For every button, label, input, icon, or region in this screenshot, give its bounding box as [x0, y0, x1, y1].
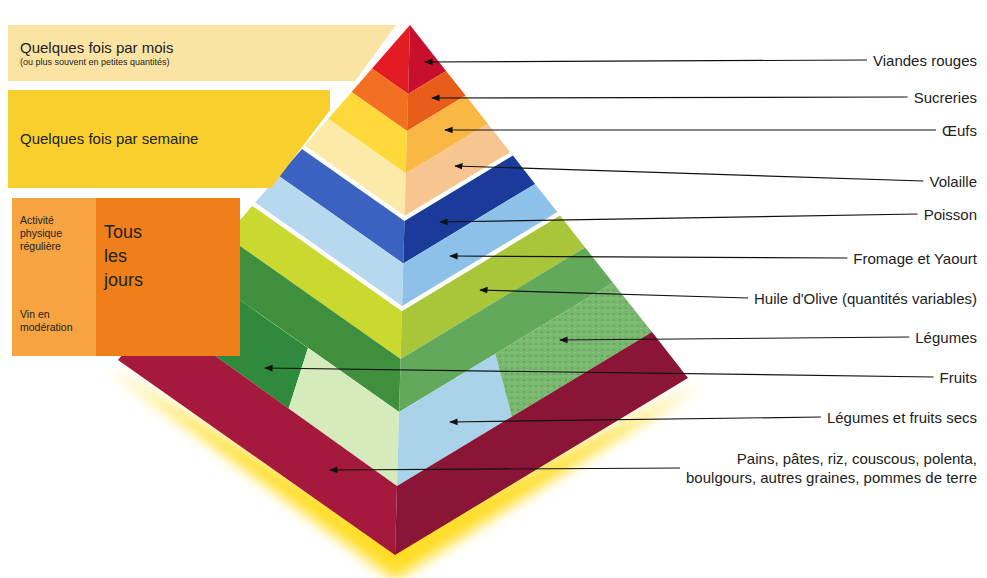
band-grains — [395, 332, 688, 555]
food-group-label: Huile d'Olive (quantités variables) — [754, 289, 977, 308]
box-column: Tous les jours — [96, 198, 240, 356]
leader-line — [455, 166, 924, 181]
advice-note: Activité physique régulière — [20, 214, 84, 253]
food-group-label: Légumes et fruits secs — [827, 408, 977, 427]
leader-line — [265, 368, 934, 377]
food-group-label: Poisson — [924, 205, 977, 224]
frequency-box: Quelques fois par semaine — [8, 90, 330, 188]
leader-line — [560, 337, 909, 340]
leader-line — [432, 97, 908, 98]
food-group-label: Sucreries — [914, 88, 977, 107]
frequency-heading: Quelques fois par semaine — [20, 130, 198, 148]
food-group-label: Volaille — [929, 172, 977, 191]
food-group-label: Fromage et Yaourt — [853, 249, 977, 268]
leader-line — [330, 468, 680, 470]
leader-line — [450, 417, 821, 422]
frequency-box: Quelques fois par mois(ou plus souvent e… — [8, 25, 400, 81]
leader-line — [445, 129, 936, 130]
leader-line — [440, 214, 918, 222]
frequency-heading: Tous les jours — [104, 220, 143, 292]
leader-line — [480, 290, 748, 298]
leader-line — [450, 256, 847, 258]
food-group-label: Œufs — [942, 121, 977, 140]
box-column: Activité physique régulièreVin en modéra… — [12, 198, 96, 356]
frequency-box: Activité physique régulièreVin en modéra… — [12, 198, 240, 356]
leader-line — [425, 60, 867, 62]
frequency-heading: Quelques fois par mois — [20, 39, 388, 57]
food-group-label: Légumes — [915, 328, 977, 347]
food-group-label: Viandes rouges — [873, 51, 977, 70]
food-group-label: Fruits — [940, 368, 978, 387]
box-text-group: Quelques fois par mois(ou plus souvent e… — [20, 39, 388, 68]
frequency-note: (ou plus souvent en petites quantités) — [20, 57, 388, 68]
advice-note: Vin en modération — [20, 308, 84, 334]
food-group-label: Pains, pâtes, riz, couscous, polenta, bo… — [677, 449, 977, 487]
